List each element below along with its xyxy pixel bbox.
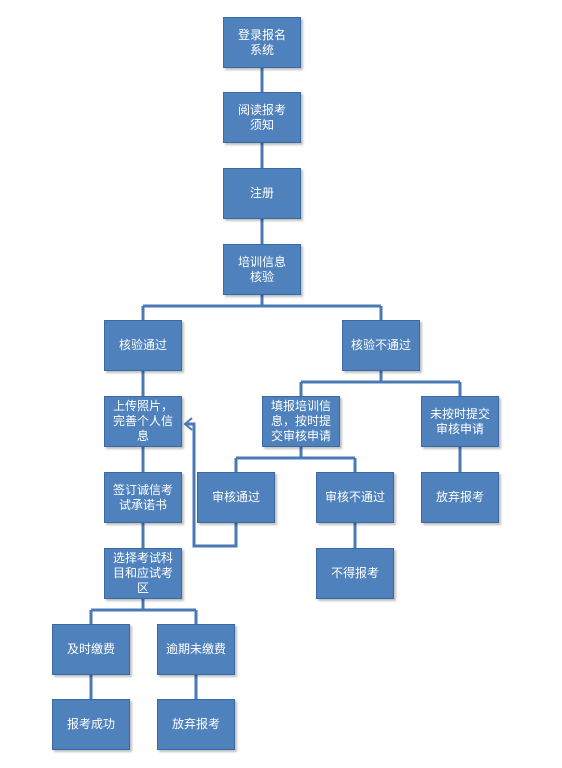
node-not-submitted: 未按时提交 审核申请 [421,396,499,447]
node-fill-training: 填报培训信 息，按时提 交审核申请 [262,396,340,447]
connector-reviewpass-upload [186,422,238,548]
node-training-check: 培训信息 核验 [223,244,301,295]
node-give-up-1: 放弃报考 [421,472,499,523]
node-give-up-2: 放弃报考 [157,699,235,750]
node-success: 报考成功 [52,699,130,750]
node-register: 注册 [223,168,301,219]
node-cannot-register: 不得报考 [316,548,394,599]
node-read-notice: 阅读报考 须知 [223,92,301,143]
node-review-fail: 审核不通过 [316,472,394,523]
node-pay-on-time: 及时缴费 [52,624,130,675]
node-overdue: 逾期未缴费 [157,624,235,675]
node-verify-fail: 核验不通过 [342,320,420,371]
node-upload-photo: 上传照片， 完善个人信 息 [104,396,182,447]
node-login-system: 登录报名 系统 [223,17,301,68]
node-review-pass: 审核通过 [197,472,275,523]
connector-arrowhead [183,417,193,431]
node-sign-pledge: 签订诚信考 试承诺书 [104,472,182,523]
node-verify-pass: 核验通过 [104,320,182,371]
node-select-subject: 选择考试科 目和应试考 区 [104,548,182,599]
